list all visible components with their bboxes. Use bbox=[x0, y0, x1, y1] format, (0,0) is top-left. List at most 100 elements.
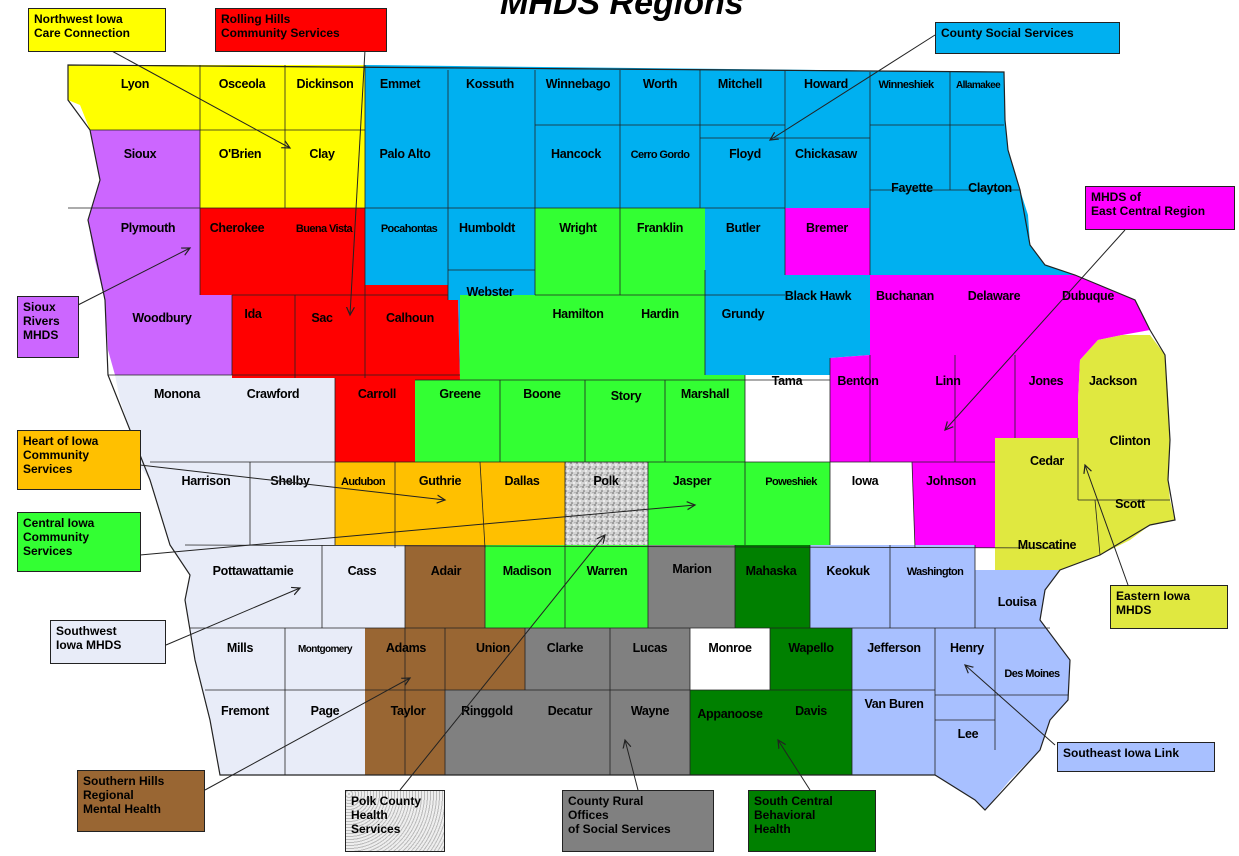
legend-line: Northwest Iowa bbox=[34, 12, 123, 26]
legend-line: MHDS bbox=[23, 328, 59, 342]
county-label-jones: Jones bbox=[1029, 374, 1064, 388]
county-label-davis: Davis bbox=[795, 704, 827, 718]
county-label-sac: Sac bbox=[311, 311, 333, 325]
county-label-woodbury: Woodbury bbox=[132, 311, 192, 325]
county-label-grundy: Grundy bbox=[722, 307, 765, 321]
region-tile-central-iowa bbox=[620, 295, 705, 375]
county-label-fayette: Fayette bbox=[891, 181, 933, 195]
county-border bbox=[1094, 499, 1101, 556]
legend-line: Community Services bbox=[221, 26, 340, 40]
county-label-carroll: Carroll bbox=[358, 387, 396, 401]
region-tile-central-iowa bbox=[745, 462, 830, 545]
region-area-southeast bbox=[810, 545, 1070, 810]
callout-arrow bbox=[77, 248, 190, 306]
county-label-audubon: Audubon bbox=[341, 476, 386, 488]
county-label-palo-alto: Palo Alto bbox=[379, 147, 431, 161]
county-label-dubuque: Dubuque bbox=[1062, 289, 1114, 303]
callout-arrow bbox=[350, 49, 366, 315]
county-label-worth: Worth bbox=[643, 77, 677, 91]
legend-line: MHDS of bbox=[1091, 190, 1141, 204]
county-label-winneshiek: Winneshiek bbox=[878, 79, 935, 91]
legend-line: Mental Health bbox=[83, 802, 162, 816]
callout-arrow bbox=[770, 34, 936, 140]
callout-arrow bbox=[965, 665, 1056, 746]
county-label-allamakee: Allamakee bbox=[956, 80, 1001, 91]
region-tile-central-iowa bbox=[648, 462, 745, 545]
county-label-polk: Polk bbox=[593, 474, 619, 488]
county-label-benton: Benton bbox=[837, 374, 878, 388]
county-label-decatur: Decatur bbox=[548, 704, 593, 718]
legend-line: Rivers bbox=[23, 314, 60, 328]
legend-line: Offices bbox=[568, 808, 609, 822]
region-tile-central-iowa bbox=[485, 545, 565, 628]
legend-line: Southern Hills bbox=[83, 774, 165, 788]
county-label-union: Union bbox=[476, 641, 510, 655]
county-label-wright: Wright bbox=[559, 221, 598, 235]
region-tile-central-iowa bbox=[665, 380, 745, 462]
county-label-crawford: Crawford bbox=[247, 387, 299, 401]
county-label-adams: Adams bbox=[386, 641, 427, 655]
county-label-iowa: Iowa bbox=[852, 474, 880, 488]
callout-arrow bbox=[625, 740, 639, 791]
legend-southeast: Southeast Iowa Link bbox=[1057, 742, 1215, 772]
county-label-des-moines: Des Moines bbox=[1004, 668, 1060, 680]
county-border bbox=[479, 461, 486, 549]
legend-line: Services bbox=[23, 462, 73, 476]
region-area-southwest bbox=[115, 375, 405, 775]
legend-line: East Central Region bbox=[1091, 204, 1206, 218]
county-label-delaware: Delaware bbox=[968, 289, 1021, 303]
county-label-lee: Lee bbox=[958, 727, 979, 741]
county-label-shelby: Shelby bbox=[270, 474, 310, 488]
county-label-guthrie: Guthrie bbox=[419, 474, 462, 488]
callout-arrow bbox=[1085, 465, 1129, 586]
legend-line: Polk County bbox=[351, 794, 422, 808]
region-area-heart-of-iowa bbox=[335, 462, 565, 548]
county-label-mills: Mills bbox=[227, 641, 254, 655]
county-label-boone: Boone bbox=[523, 387, 561, 401]
county-label-warren: Warren bbox=[587, 564, 628, 578]
county-label-louisa: Louisa bbox=[998, 595, 1038, 609]
county-label-ringgold: Ringgold bbox=[461, 704, 513, 718]
county-label-wayne: Wayne bbox=[631, 704, 670, 718]
region-area-eastern bbox=[995, 335, 1175, 570]
county-label-mitchell: Mitchell bbox=[718, 77, 762, 91]
county-label-scott: Scott bbox=[1115, 497, 1146, 511]
county-label-cherokee: Cherokee bbox=[210, 221, 265, 235]
county-label-clarke: Clarke bbox=[547, 641, 584, 655]
legend-county-social: County Social Services bbox=[935, 22, 1120, 54]
county-label-clinton: Clinton bbox=[1110, 434, 1151, 448]
state-outline bbox=[67, 64, 1176, 811]
county-label-hancock: Hancock bbox=[551, 147, 601, 161]
region-area-county-social bbox=[365, 65, 1075, 462]
county-label-webster: Webster bbox=[467, 285, 514, 299]
legend-line: MHDS bbox=[1116, 603, 1152, 617]
county-label-tama: Tama bbox=[772, 374, 804, 388]
legend-line: Eastern Iowa bbox=[1116, 589, 1191, 603]
callout-arrow bbox=[399, 535, 605, 791]
legend-line: Services bbox=[351, 822, 401, 836]
county-label-sioux: Sioux bbox=[124, 147, 157, 161]
legend-line: Rolling Hills bbox=[221, 12, 291, 26]
region-tile-central-iowa bbox=[535, 295, 620, 375]
county-label-osceola: Osceola bbox=[219, 77, 267, 91]
legend-line: Health bbox=[351, 808, 388, 822]
legend-line: Southwest bbox=[56, 624, 117, 638]
county-label-story: Story bbox=[611, 389, 642, 403]
county-label-page: Page bbox=[311, 704, 340, 718]
legend-line: Heart of Iowa bbox=[23, 434, 99, 448]
county-label-buchanan: Buchanan bbox=[876, 289, 934, 303]
county-label-washington: Washington bbox=[907, 566, 964, 578]
county-label-jasper: Jasper bbox=[673, 474, 712, 488]
county-label-madison: Madison bbox=[503, 564, 552, 578]
county-label-johnson: Johnson bbox=[926, 474, 976, 488]
county-label-lucas: Lucas bbox=[633, 641, 668, 655]
